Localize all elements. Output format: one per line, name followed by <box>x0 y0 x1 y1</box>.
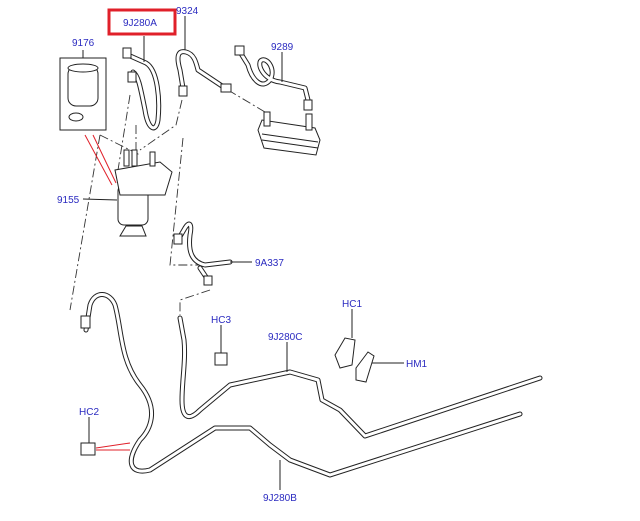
mount-HM1 <box>355 351 404 383</box>
label-HC1: HC1 <box>342 299 362 310</box>
label-HC2: HC2 <box>79 407 99 418</box>
part-9J280C-fuel-line <box>177 315 543 439</box>
clip-HC1 <box>334 309 356 369</box>
label-9J280C: 9J280C <box>268 332 302 343</box>
part-9J280A-hose <box>122 36 162 131</box>
label-9324: 9324 <box>176 6 199 17</box>
clip-HC3 <box>214 325 228 366</box>
highlight-box <box>107 8 177 36</box>
clip-HC2 <box>80 417 131 456</box>
part-9324-pipe <box>175 16 232 97</box>
part-9A337-pipe <box>173 221 252 286</box>
label-9J280A: 9J280A <box>123 18 157 29</box>
label-9289: 9289 <box>271 42 294 53</box>
label-HC3: HC3 <box>211 315 231 326</box>
label-9176: 9176 <box>72 38 95 49</box>
label-9J280B: 9J280B <box>263 493 297 504</box>
part-9155-fuel-filter-housing <box>82 149 173 237</box>
label-9155: 9155 <box>57 195 80 206</box>
part-9J280B-fuel-line <box>80 292 523 490</box>
label-HM1: HM1 <box>406 359 428 370</box>
part-9289-pipe-and-cooler <box>234 45 321 156</box>
part-9176-filter-element <box>59 50 117 186</box>
label-9A337: 9A337 <box>255 258 284 269</box>
